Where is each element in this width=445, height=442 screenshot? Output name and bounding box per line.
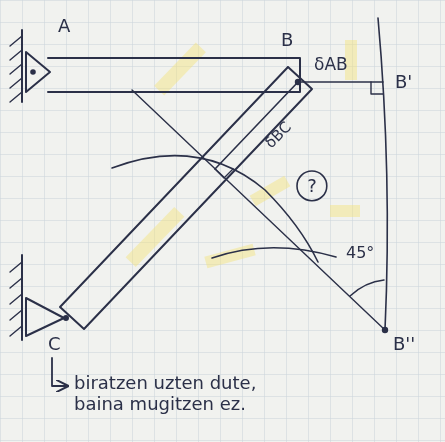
point-label: C [48,334,61,355]
angle-label: 45° [346,244,374,262]
highlighter-marks [126,40,360,268]
circle-outline [297,171,327,201]
wall-support-c [10,255,68,340]
right-angle-mark [215,169,233,178]
point-label: B'' [393,334,415,355]
wall-support-a [10,30,50,102]
point-b-double-prime [383,328,387,332]
handwritten-note: biratzen uzten dute, baina mugitzen ez. [74,373,309,414]
bar-bc [60,67,312,329]
point-label: B' [395,72,412,93]
right-angle-mark [371,82,383,94]
displacement-bc [215,82,298,169]
point-label: B [281,30,293,51]
displacement-label: δAB [314,55,348,75]
question-mark: ? [296,170,328,196]
note-arrow [52,358,66,386]
bar-ab [48,58,300,92]
displacement-ab [298,81,383,83]
circled-mark: ? [296,170,328,202]
angle-arc [350,280,384,296]
arc-about-a [378,18,387,330]
arc-about-c [112,156,318,262]
arc-about-c [212,248,336,258]
point-label: A [58,16,70,37]
perpendicular-line [132,90,385,330]
